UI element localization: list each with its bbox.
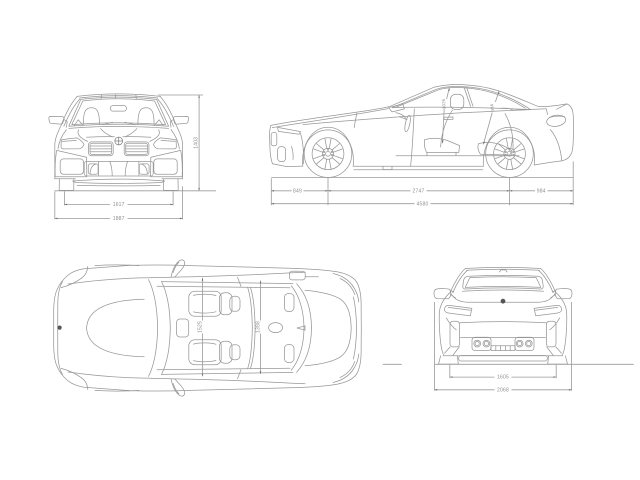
svg-text:1026: 1026	[441, 98, 447, 109]
svg-text:4580: 4580	[417, 202, 429, 208]
svg-text:1398: 1398	[255, 321, 261, 333]
svg-text:2747: 2747	[413, 189, 425, 195]
svg-text:849: 849	[293, 189, 302, 195]
svg-text:1525: 1525	[197, 321, 203, 333]
svg-text:1617: 1617	[113, 202, 125, 208]
svg-text:986: 986	[489, 103, 496, 112]
svg-text:984: 984	[537, 189, 546, 195]
svg-text:1887: 1887	[113, 216, 125, 222]
svg-text:1403: 1403	[193, 137, 199, 149]
svg-text:1605: 1605	[497, 375, 509, 381]
svg-text:2068: 2068	[497, 387, 509, 393]
